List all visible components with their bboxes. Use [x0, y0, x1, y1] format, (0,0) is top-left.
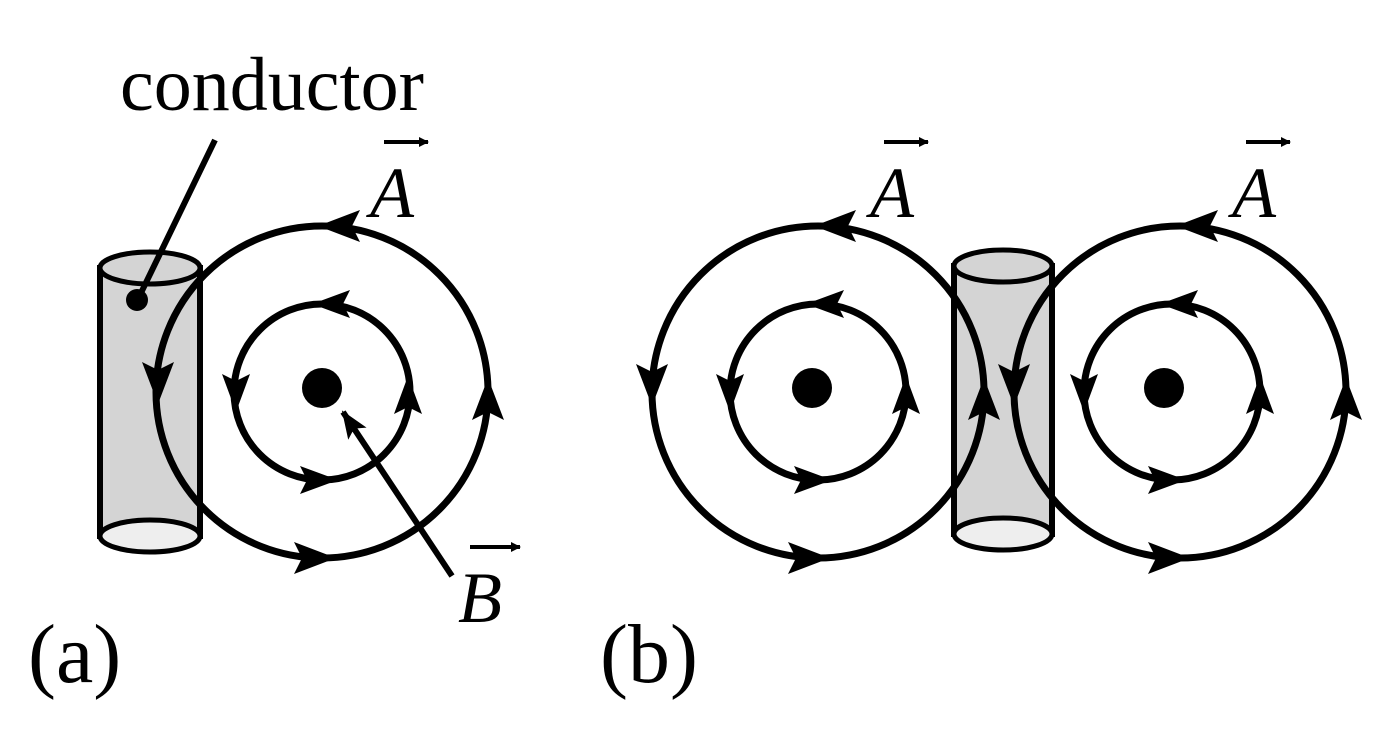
b-pointer-arrow [340, 410, 455, 578]
panel-b-label: (b) [600, 608, 698, 701]
flux-dot-b-right [1144, 368, 1184, 408]
panel-a-label: (a) [28, 608, 121, 701]
vector-a-text-b-right: A [1228, 153, 1277, 233]
vector-a-label-a: A [366, 137, 429, 233]
conductor-leader-line [137, 138, 218, 297]
conductor-rod-a-bottom [97, 517, 203, 555]
conductor-rod-a-body [97, 265, 203, 539]
conductor-rod-b-bottom [951, 515, 1055, 553]
flux-dot-b-left [792, 368, 832, 408]
flux-dot-a [302, 368, 342, 408]
outer-loop-b-right-arrows [998, 210, 1362, 574]
panel-b: A A (b) [600, 137, 1362, 701]
vector-a-text-b-left: A [866, 153, 915, 233]
conductor-rod-b-top [951, 247, 1055, 285]
outer-loop-b-left-arrows [636, 210, 1000, 574]
vector-b-label: B [458, 542, 521, 638]
inner-loop-a-arrows [222, 290, 422, 494]
conductor-leader-dot [126, 289, 148, 311]
vector-a-label-b-right: A [1228, 137, 1291, 233]
vector-a-text-a: A [366, 153, 415, 233]
inner-loop-b-left-arrows [716, 290, 920, 494]
inner-loop-b-right-arrows [1070, 290, 1274, 494]
vector-a-label-b-left: A [866, 137, 929, 233]
conductor-rod-b [951, 247, 1055, 553]
vector-b-text: B [458, 558, 502, 638]
outer-loop-a-arrows [142, 210, 504, 574]
conductor-label: conductor [120, 43, 424, 127]
panel-a: conductor A B (a) [28, 43, 521, 701]
